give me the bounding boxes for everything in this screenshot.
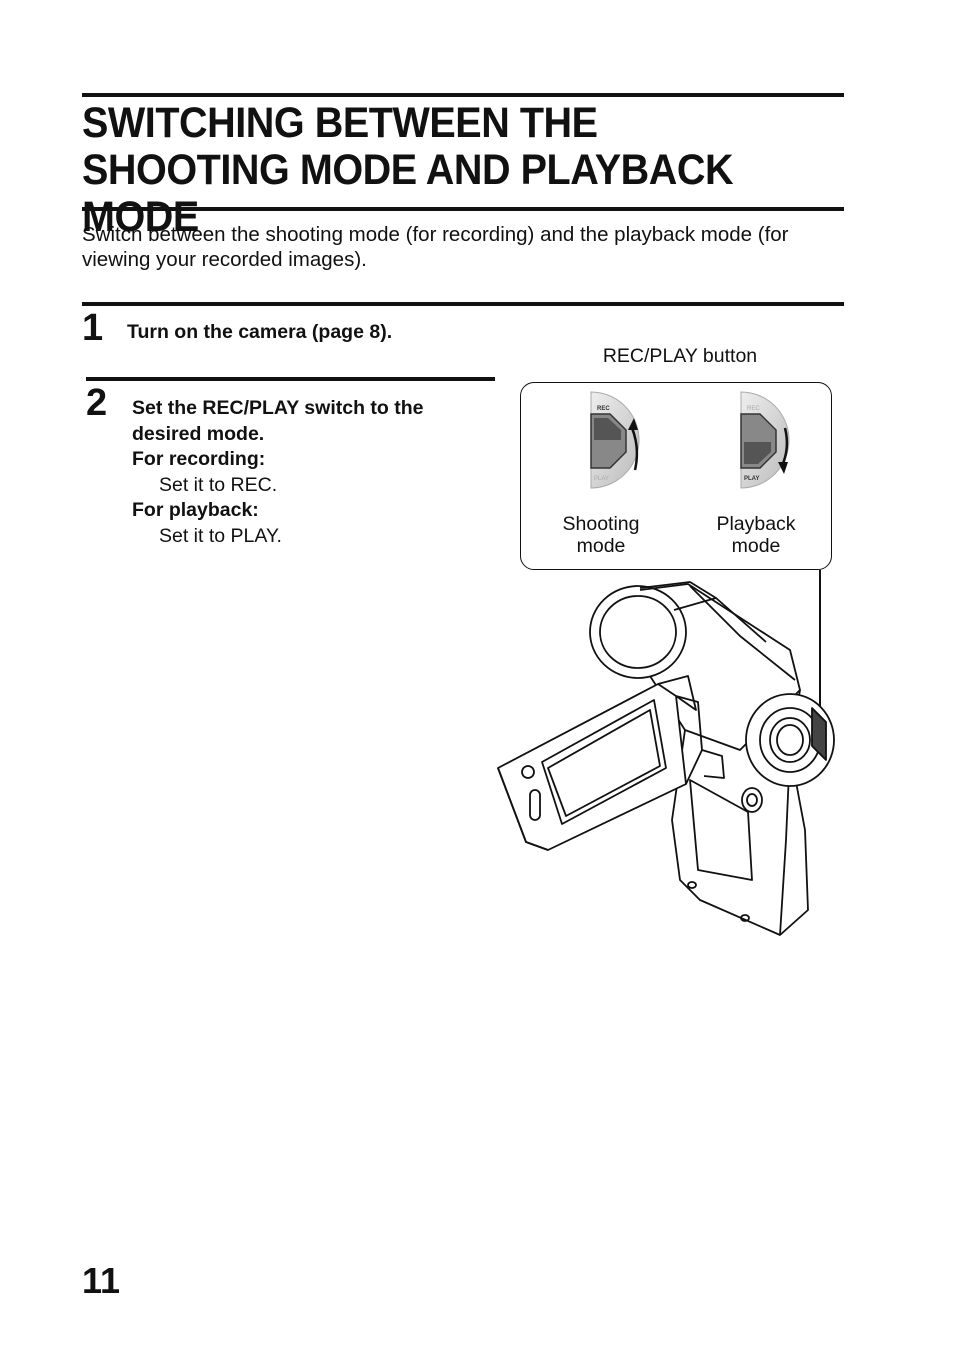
step-2-number: 2 (86, 382, 108, 424)
playback-instruction: Set it to PLAY. (159, 524, 282, 547)
camcorder-illustration (497, 581, 835, 936)
play-switch-illustration: REC PLAY (740, 391, 790, 489)
step-1-rule (82, 302, 844, 306)
recording-instruction: Set it to REC. (159, 473, 278, 496)
play-marking-faded: PLAY (594, 476, 609, 482)
rec-marking: REC (597, 406, 610, 412)
playback-mode-label: Playback mode (716, 513, 796, 557)
page-title: SWITCHING BETWEEN THE SHOOTING MODE AND … (82, 99, 734, 241)
rec-play-button-label: REC/PLAY button (602, 345, 758, 367)
step-2-heading: Set the REC/PLAY switch to the desired m… (132, 397, 424, 445)
step-1-number: 1 (82, 307, 104, 349)
recording-label: For recording: (132, 448, 266, 470)
playback-label: For playback: (132, 499, 259, 521)
rec-switch-illustration: REC PLAY (590, 391, 640, 489)
step-2-rule (86, 377, 495, 381)
rec-marking-faded: REC (747, 406, 760, 412)
title-bottom-rule (82, 207, 844, 211)
shooting-mode-label: Shooting mode (562, 513, 640, 557)
intro-paragraph: Switch between the shooting mode (for re… (82, 223, 789, 271)
mode-callout-box (520, 382, 832, 570)
leader-line (819, 570, 821, 710)
play-marking: PLAY (744, 476, 759, 482)
title-top-rule (82, 93, 844, 97)
step-1-text: Turn on the camera (page 8). (127, 321, 393, 343)
step-2-block: Set the REC/PLAY switch to the desired m… (132, 396, 492, 549)
page-number: 11 (82, 1260, 121, 1301)
